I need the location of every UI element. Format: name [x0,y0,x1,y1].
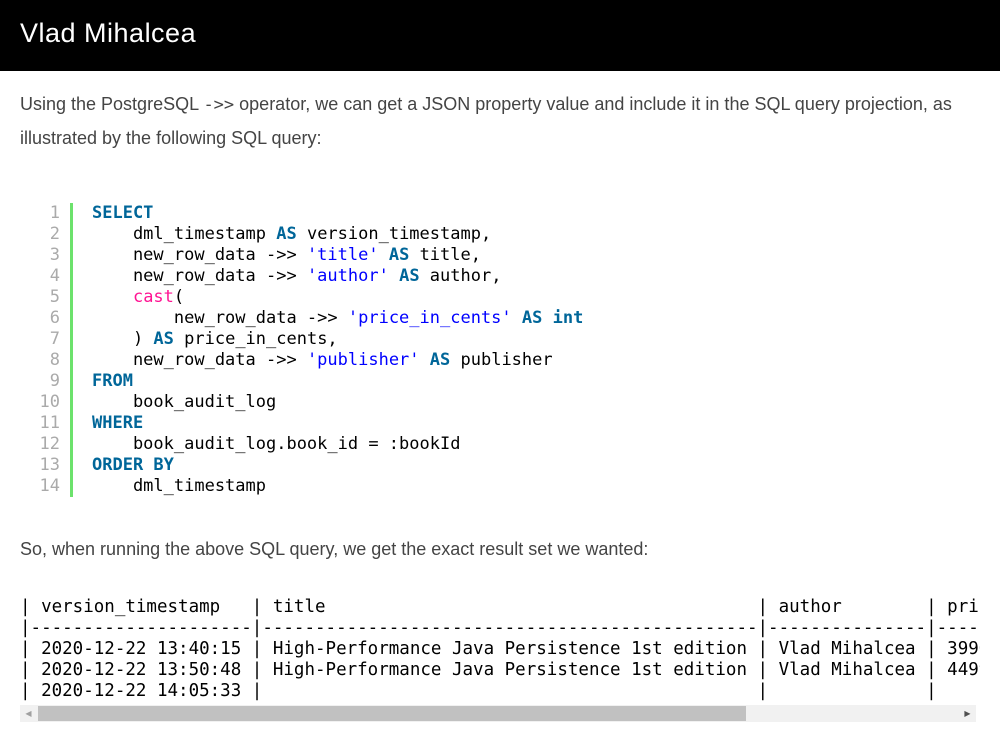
code-text: book_audit_log [92,392,277,412]
code-line: new_row_data ->> 'publisher' AS publishe… [92,350,583,371]
code-text: title, [409,245,481,265]
sql-keyword: AS [521,308,543,328]
code-text: new_row_data ->> [92,245,307,265]
code-text: ) [92,329,154,349]
sql-keyword: AS [153,329,174,349]
line-number: 1 [49,203,60,223]
line-number: 2 [49,224,60,244]
code-text [512,308,522,328]
code-text [92,287,133,307]
result-row: | version_timestamp | title | author | p… [20,597,980,617]
code-text: book_audit_log.book_id = :bookId [92,434,461,454]
code-line: WHERE [92,413,583,434]
code-text: author, [419,266,502,286]
operator-code: ->> [203,95,235,115]
code-line: new_row_data ->> 'price_in_cents' AS int [92,308,583,329]
code-text: version_timestamp, [296,224,492,244]
code-text: new_row_data ->> [92,266,307,286]
result-row: | 2020-12-22 13:50:48 | High-Performance… [20,660,980,680]
scroll-right-arrow-icon[interactable]: ▶ [964,709,971,718]
code-text [389,266,399,286]
code-text [379,245,389,265]
sql-keyword: AS [276,224,297,244]
line-number: 6 [49,308,60,328]
sql-keyword: ORDER BY [92,455,174,475]
code-text [420,350,430,370]
code-text: new_row_data ->> [92,350,307,370]
code-line: FROM [92,371,583,392]
intro-paragraph: Using the PostgreSQL ->> operator, we ca… [20,88,980,155]
summary-paragraph: So, when running the above SQL query, we… [20,539,649,559]
intro-text-before: Using the PostgreSQL [20,94,204,114]
line-number: 11 [39,413,60,433]
result-set-text: | version_timestamp | title | author | p… [20,597,980,702]
code-text: new_row_data ->> [92,308,348,328]
line-number: 12 [39,434,60,454]
code-line: ORDER BY [92,455,583,476]
sql-keyword: FROM [92,371,133,391]
code-line: SELECT [92,203,583,224]
site-header: Vlad Mihalcea [0,0,1000,71]
code-line: book_audit_log [92,392,583,413]
result-row: | 2020-12-22 13:40:15 | High-Performance… [20,639,980,659]
scroll-left-arrow-icon[interactable]: ◀ [25,709,32,718]
code-line: book_audit_log.book_id = :bookId [92,434,583,455]
code-text: ( [173,287,185,307]
code-line: new_row_data ->> 'author' AS author, [92,266,583,287]
code-text: publisher [450,350,553,370]
code-text: dml_timestamp [92,476,266,496]
code-lines: SELECT dml_timestamp AS version_timestam… [92,203,583,497]
code-gutter-bar [70,203,73,497]
string-literal: 'author' [306,266,389,286]
sql-keyword: AS [399,266,420,286]
code-line: new_row_data ->> 'title' AS title, [92,245,583,266]
sql-keyword: AS [388,245,410,265]
line-number: 14 [39,476,60,496]
horizontal-scrollbar[interactable]: ◀ ▶ [20,705,976,722]
line-number: 8 [49,350,60,370]
result-row: | 2020-12-22 14:05:33 | | | [20,681,937,701]
sql-keyword: WHERE [92,413,144,433]
string-literal: 'title' [306,245,379,265]
code-text: price_in_cents, [173,329,338,349]
result-set-block: | version_timestamp | title | author | p… [20,597,980,724]
function-name: cast [132,287,174,307]
code-line: dml_timestamp AS version_timestamp, [92,224,583,245]
line-number: 13 [39,455,60,475]
intro-text-after: operator, we can get a JSON property val… [20,94,952,148]
sql-keyword: AS [429,350,451,370]
scrollbar-thumb[interactable] [38,706,746,721]
code-text: dml_timestamp [92,224,277,244]
line-number: 3 [49,245,60,265]
site-title[interactable]: Vlad Mihalcea [20,18,197,48]
line-number: 5 [49,287,60,307]
string-literal: 'price_in_cents' [347,308,512,328]
code-line: cast( [92,287,583,308]
line-number: 7 [49,329,60,349]
code-line: dml_timestamp [92,476,583,497]
line-number: 9 [49,371,60,391]
line-number: 4 [49,266,60,286]
sql-keyword: int [552,308,584,328]
string-literal: 'publisher' [306,350,420,370]
code-text [542,308,552,328]
sql-keyword: SELECT [92,203,154,223]
result-row: |---------------------|-----------------… [20,618,980,638]
code-line: ) AS price_in_cents, [92,329,583,350]
line-number: 10 [39,392,60,412]
